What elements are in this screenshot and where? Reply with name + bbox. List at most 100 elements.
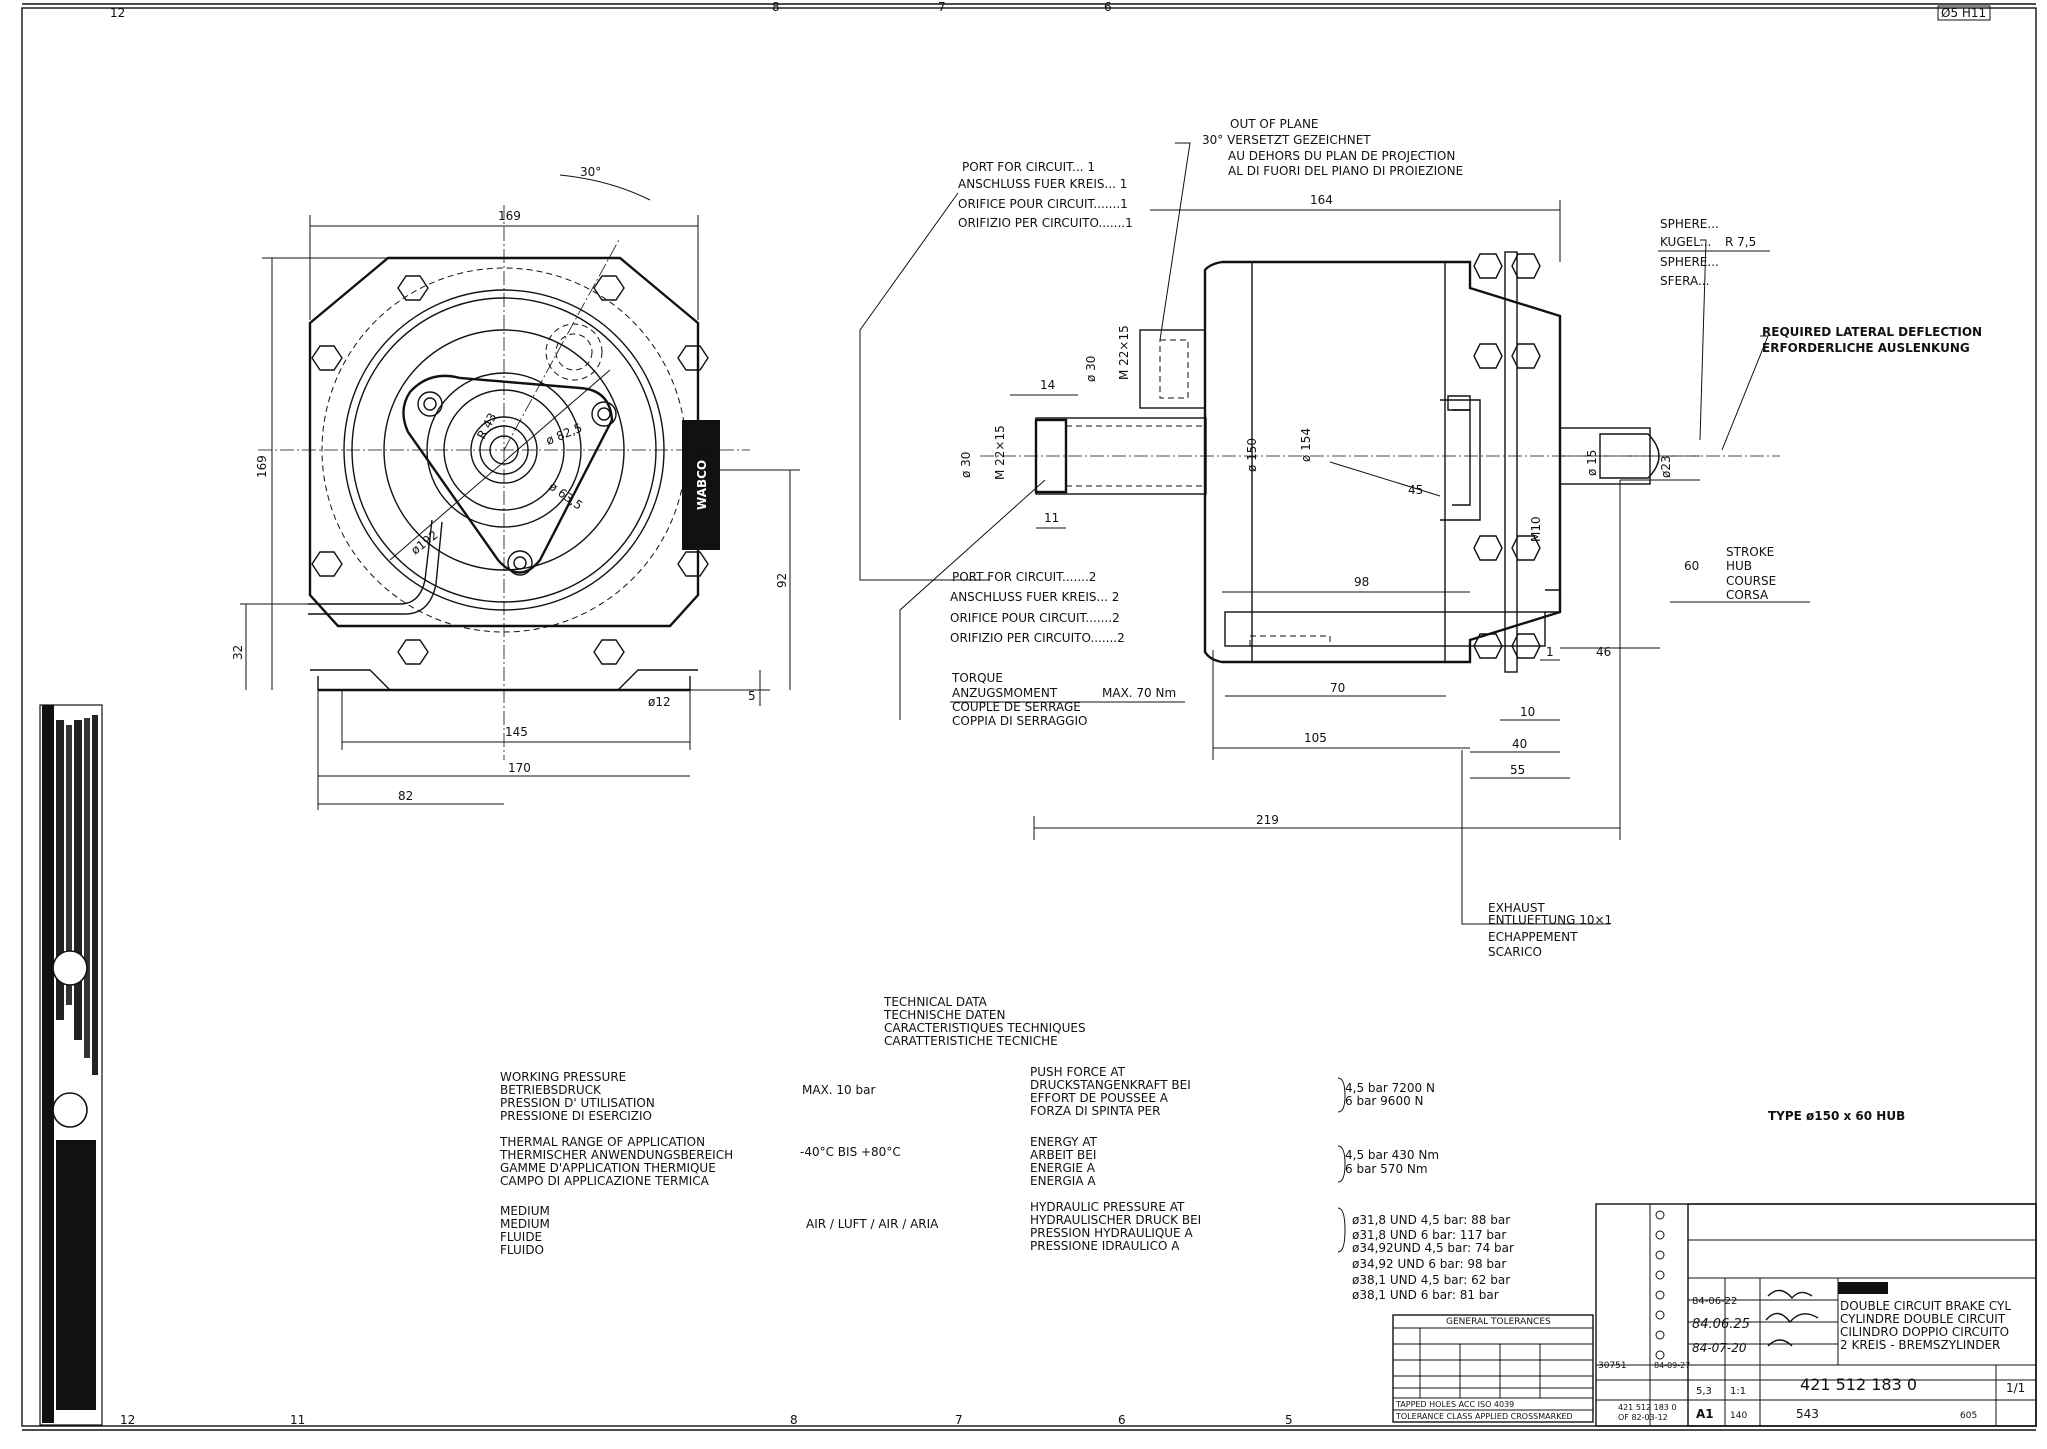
port2-0: PORT FOR CIRCUIT.......2 [952,570,1096,584]
out-of-plane-2: AU DEHORS DU PLAN DE PROJECTION [1228,149,1455,163]
dim-105: 105 [1304,731,1327,745]
dim-10: 10 [1520,705,1535,719]
dim-d154: ø 154 [1299,428,1313,462]
stroke-1: HUB [1726,559,1752,573]
tolerances-class: TOLERANCE CLASS APPLIED CROSSMARKED [1395,1412,1573,1421]
dim-219: 219 [1256,813,1279,827]
brand-plate [682,420,720,550]
thermal-value: -40°C BIS +80°C [800,1145,901,1159]
stroke-2: COURSE [1726,574,1776,588]
title-block: 84-06-22 84.06.25 84-07-20 DOUBLE CIRCUI… [1595,1203,2037,1427]
dim-169-top: 169 [498,209,521,223]
medium-3: FLUIDO [500,1243,544,1257]
port2-3: ORIFIZIO PER CIRCUITO.......2 [950,631,1125,645]
date-2: 84-07-20 [1692,1341,1747,1355]
hydraulic-2: PRESSION HYDRAULIQUE A [1030,1226,1193,1240]
date-1: 84.06.25 [1692,1317,1750,1332]
hydraulic-0: HYDRAULIC PRESSURE AT [1030,1200,1185,1214]
out-of-plane-1: 30° VERSETZT GEZEICHNET [1202,133,1371,147]
format: A1 [1696,1407,1714,1421]
type-label: TYPE ø150 x 60 HUB [1768,1109,1905,1123]
grid-bottom-8: 8 [790,1413,798,1427]
push-force-0: PUSH FORCE AT [1030,1065,1126,1079]
push-force-2: EFFORT DE POUSSEE A [1030,1091,1169,1105]
energy-2: ENERGIE A [1030,1161,1096,1175]
stroke-3: CORSA [1726,588,1769,602]
medium-1: MEDIUM [500,1217,550,1231]
dim-40: 40 [1512,737,1527,751]
hydraulic-row-4: ø38,1 UND 4,5 bar: 62 bar [1352,1273,1510,1287]
dim-14: 14 [1040,378,1055,392]
working-pressure-2: PRESSION D' UTILISATION [500,1096,655,1110]
medium-value: AIR / LUFT / AIR / ARIA [806,1217,939,1231]
technical-data: TECHNICAL DATA TECHNISCHE DATEN CARACTER… [499,995,1514,1302]
dim-169-left: 169 [255,455,269,478]
dim-164: 164 [1310,193,1333,207]
tolerances-block: GENERAL TOLERANCES TAPPED HOLES ACC ISO … [1392,1314,1594,1423]
grid-top-7: 7 [938,0,946,14]
out-of-plane-0: OUT OF PLANE [1230,117,1319,131]
working-pressure-0: WORKING PRESSURE [500,1070,626,1084]
dim-d12: ø12 [648,695,671,709]
out-of-plane-3: AL DI FUORI DEL PIANO DI PROIEZIONE [1228,164,1463,178]
thermal-3: CAMPO DI APPLICAZIONE TERMICA [500,1174,710,1188]
energy-3: ENERGIA A [1030,1174,1096,1188]
port1-2: ORIFICE POUR CIRCUIT.......1 [958,197,1128,211]
side-view: 164 14 ø 30 M 22×15 ø 30 M 22×15 11 ø 15… [859,117,1982,959]
grid-bottom-11: 11 [290,1413,305,1427]
dim-70: 70 [1330,681,1345,695]
small-ref-3: OF 82-03-12 [1618,1413,1668,1422]
dim-145: 145 [505,725,528,739]
dim-m10: M10 [1529,516,1543,542]
tech-title-0: TECHNICAL DATA [883,995,988,1009]
grid-bottom-5: 5 [1285,1413,1293,1427]
push-force-1: DRUCKSTANGENKRAFT BEI [1030,1078,1191,1092]
top-right-tag: Ø5 H11 [1941,6,1986,20]
dim-5: 5 [748,689,756,703]
port2-1: ANSCHLUSS FUER KREIS... 2 [950,590,1119,604]
sphere-0: SPHERE... [1660,217,1719,231]
date-0: 84-06-22 [1692,1296,1737,1307]
dim-m22-top: M 22×15 [1117,325,1131,380]
thermal-0: THERMAL RANGE OF APPLICATION [499,1135,705,1149]
hydraulic-1: HYDRAULISCHER DRUCK BEI [1030,1213,1201,1227]
hydraulic-row-5: ø38,1 UND 6 bar: 81 bar [1352,1288,1499,1302]
title-line-2: CILINDRO DOPPIO CIRCUITO [1840,1325,2009,1339]
reference-2: 605 [1960,1411,1977,1421]
sphere-value: R 7,5 [1725,235,1756,249]
dim-d30-top: ø 30 [1084,356,1098,382]
push-force-row-1: 6 bar 9600 N [1345,1094,1424,1108]
working-pressure-3: PRESSIONE DI ESERCIZIO [500,1109,652,1123]
exhaust-3: SCARICO [1488,945,1542,959]
small-ref-2: 421 512 183 0 [1618,1403,1677,1412]
left-stamp-strip [39,704,103,1426]
thermal-2: GAMME D'APPLICATION THERMIQUE [500,1161,716,1175]
sheet-frame [21,7,2037,1427]
grid-top-8: 8 [772,0,780,14]
torque-value: MAX. 70 Nm [1102,686,1176,700]
reference: 543 [1796,1407,1819,1421]
torque-0: TORQUE [951,671,1003,685]
small-ref-4: 5,3 [1696,1386,1712,1397]
medium-0: MEDIUM [500,1204,550,1218]
torque-3: COPPIA DI SERRAGGIO [952,714,1087,728]
small-ref-1: 84-09-27 [1654,1361,1690,1370]
energy-row-0: 4,5 bar 430 Nm [1345,1148,1439,1162]
dim-m22-left: M 22×15 [993,425,1007,480]
tolerances-tapped: TAPPED HOLES ACC ISO 4039 [1395,1400,1514,1409]
grid-bottom-7: 7 [955,1413,963,1427]
dim-d150: ø 150 [1245,438,1259,472]
port1-0: PORT FOR CIRCUIT... 1 [962,160,1095,174]
dim-d23: ø23 [1659,455,1673,478]
push-force-row-0: 4,5 bar 7200 N [1345,1081,1435,1095]
energy-row-1: 6 bar 570 Nm [1345,1162,1428,1176]
dim-11: 11 [1044,511,1059,525]
dim-82: 82 [398,789,413,803]
dim-1: 1 [1546,645,1554,659]
tolerances-title: GENERAL TOLERANCES [1446,1317,1551,1327]
push-force-3: FORZA DI SPINTA PER [1030,1104,1160,1118]
torque-2: COUPLE DE SERRAGE [952,700,1081,714]
hydraulic-row-0: ø31,8 UND 4,5 bar: 88 bar [1352,1213,1510,1227]
port1-3: ORIFIZIO PER CIRCUITO.......1 [958,216,1133,230]
